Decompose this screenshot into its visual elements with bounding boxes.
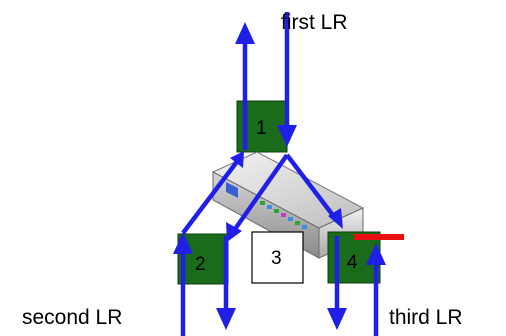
box-1-label: 1 [256,118,267,139]
red-bar [354,234,404,240]
box-4-label: 4 [347,252,358,273]
label-first-lr: first LR [281,11,348,34]
label-second-lr: second LR [22,306,122,329]
switch-ports [260,201,307,229]
box-3 [251,231,304,284]
arrow-split-right [285,153,337,220]
arrows [180,12,379,336]
arrowheads [173,22,386,330]
box-2-label: 2 [195,254,206,275]
arrow-split-left [231,153,289,234]
box-3-label: 3 [271,248,282,269]
label-third-lr: third LR [389,306,463,329]
arrow-box2-to-box1 [181,157,241,235]
